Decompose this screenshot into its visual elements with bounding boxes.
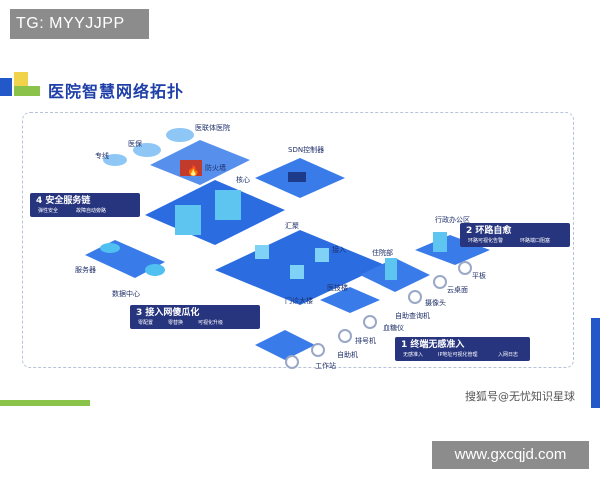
footer-brand: 搜狐号@无忧知识星球 — [465, 390, 575, 403]
callout-access-simple: 3 接入网傻瓜化 零配置 零替换 可视化升级 — [130, 305, 260, 329]
callout-3-title: 3 接入网傻瓜化 — [136, 306, 199, 318]
label-core: 核心 — [236, 175, 250, 184]
watermark: www.gxcqjd.com — [432, 441, 589, 469]
callout-1-item-3: 入网日志 — [498, 351, 518, 358]
label-firewall: 防火墙 — [205, 163, 226, 172]
label-self-service: 自助机 — [337, 350, 358, 359]
server-icon — [100, 243, 120, 253]
label-cloud-desktop: 云桌面 — [447, 285, 468, 294]
inpatient-building-icon — [385, 258, 397, 280]
firewall-icon — [180, 160, 202, 176]
label-sdn-controller: SDN控制器 — [288, 145, 324, 154]
data-center-icon — [145, 264, 165, 276]
label-aggregation: 汇聚 — [285, 222, 299, 230]
right-blue-bar — [591, 318, 600, 408]
label-medical: 医保 — [128, 139, 142, 148]
cloud-icon — [133, 143, 161, 157]
callout-1-item-1: 无感准入 — [403, 351, 423, 358]
label-workstation: 工作站 — [315, 361, 336, 370]
title-decoration — [0, 78, 12, 96]
terminal-ring — [311, 343, 325, 357]
callout-4-title: 4 安全服务链 — [36, 194, 91, 206]
aggregation-switch-icon — [315, 248, 329, 262]
tg-tag: TG: MYYJJPP — [10, 9, 149, 39]
outpatient-platform — [255, 330, 315, 360]
label-blood-meter: 血糖仪 — [383, 323, 404, 332]
label-camera: 摄像头 — [425, 298, 446, 307]
office-building-icon — [433, 232, 447, 252]
bottom-green-bar — [0, 400, 90, 406]
page-title: 医院智慧网络拓扑 — [48, 82, 185, 101]
callout-1-title: 1 终端无感准入 — [401, 338, 464, 350]
aggregation-switch-icon — [255, 245, 269, 259]
callout-1-item-2: IP地址可视化管理 — [438, 351, 478, 358]
callout-2-item-2: 环路端口阻塞 — [520, 237, 550, 244]
callout-3-item-1: 零配置 — [138, 320, 153, 326]
tech-platform — [320, 287, 380, 313]
label-tablet: 平板 — [472, 271, 486, 280]
callout-2-item-1: 环路可视化告警 — [468, 237, 503, 244]
label-dedicated-line: 专线 — [95, 151, 109, 160]
label-outpatient: 门诊大楼 — [285, 296, 313, 305]
fire-icon: 🔥 — [187, 164, 199, 177]
title-decoration-bar — [14, 86, 40, 96]
label-access: 接入 — [332, 245, 346, 254]
cloud-icon — [103, 154, 127, 166]
sdn-controller-icon — [288, 172, 306, 182]
callout-4-item-1: 弹性安全 — [38, 207, 58, 214]
label-office: 行政办公区 — [435, 215, 470, 224]
callout-loop-heal: 2 环路自愈 环路可视化告警 环路端口阻塞 — [460, 223, 570, 247]
terminal-ring — [338, 329, 352, 343]
callout-terminal-access: 1 终端无感准入 无感准入 IP地址可视化管理 入网日志 — [395, 337, 530, 361]
callout-3-item-3: 可视化升级 — [198, 319, 223, 326]
label-inpatient: 住院部 — [372, 248, 393, 257]
core-switch-icon — [215, 190, 241, 220]
aggregation-switch-icon — [290, 265, 304, 279]
label-tech: 医技楼 — [327, 283, 348, 292]
cloud-icon — [166, 128, 194, 142]
label-server: 服务器 — [75, 265, 96, 274]
terminal-ring — [433, 275, 447, 289]
label-self-query: 自助查询机 — [395, 311, 430, 320]
terminal-ring — [363, 315, 377, 329]
callout-4-item-2: 故障自动旁路 — [76, 207, 106, 214]
callout-security-chain: 4 安全服务链 弹性安全 故障自动旁路 — [30, 193, 140, 217]
label-queue-machine: 排号机 — [355, 336, 376, 345]
label-data-center: 数据中心 — [112, 289, 140, 298]
label-hospital-network: 医联体医院 — [195, 123, 230, 132]
diagram-frame — [22, 112, 574, 368]
callout-2-title: 2 环路自愈 — [466, 224, 512, 236]
core-switch-icon — [175, 205, 201, 235]
terminal-ring — [408, 290, 422, 304]
callout-3-item-2: 零替换 — [168, 319, 183, 326]
terminal-ring — [285, 355, 299, 369]
title-decoration-accent — [14, 72, 28, 86]
terminal-ring — [458, 261, 472, 275]
